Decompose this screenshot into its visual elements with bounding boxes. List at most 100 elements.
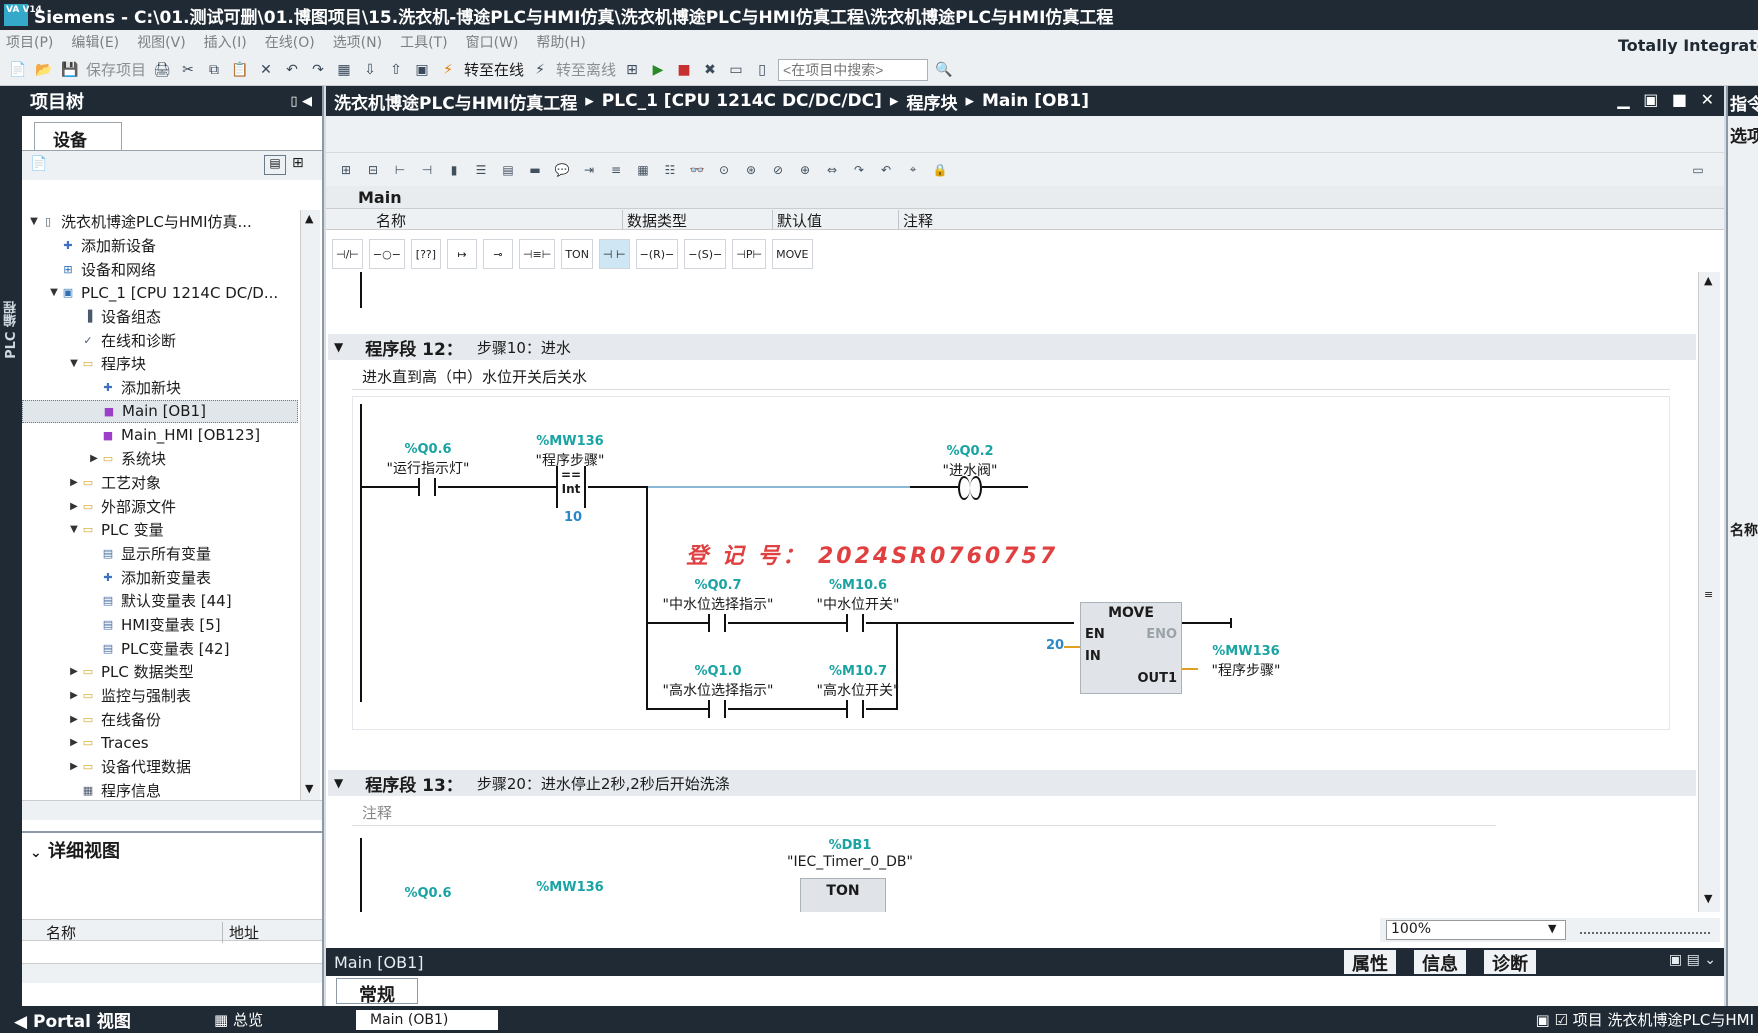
start-cpu-icon[interactable]: ▶ [652, 61, 664, 78]
scroll-down-icon[interactable]: ▼ [305, 782, 314, 795]
scroll-up-icon[interactable]: ▲ [305, 212, 314, 225]
paste-icon[interactable]: 📋 [231, 61, 249, 78]
undo-icon[interactable]: ↶ [286, 61, 298, 78]
tree-item[interactable]: ▤HMI变量表 [5] [22, 613, 298, 637]
tree-item[interactable]: ▶▭在线备份 [22, 707, 298, 731]
go-online-button[interactable]: 转至在线 [464, 61, 525, 79]
scroll-down-icon[interactable]: ▼ [1704, 892, 1713, 905]
tree-vertical-scrollbar[interactable]: ▲ ▼ [300, 210, 320, 800]
general-tab[interactable]: 常规 [336, 978, 418, 1006]
iface-col-name[interactable]: 名称 [376, 212, 407, 230]
editor-window-buttons[interactable]: ▁ ▣ ■ ✕ [1617, 90, 1718, 109]
open-project-icon[interactable]: 📂 [35, 61, 53, 78]
overview-button[interactable]: ▦ 总览 [214, 1011, 263, 1029]
tree-item[interactable]: ▶▭Traces [22, 731, 298, 755]
monitor-on-off-icon[interactable]: ⊙ [718, 162, 730, 177]
compare-eq-box[interactable]: == Int [556, 466, 586, 508]
modify-icon[interactable]: ⊛ [745, 162, 757, 177]
menu-options[interactable]: 选项(N) [332, 35, 383, 51]
insert-branch-icon[interactable]: ⊢ [394, 162, 406, 177]
menu-online[interactable]: 在线(O) [264, 35, 315, 51]
expand-arrow-icon[interactable]: ▼ [70, 358, 78, 370]
lock-icon[interactable]: 🔒 [932, 162, 948, 177]
tree-item[interactable]: ▼▯洗衣机博途PLC与HMI仿真... [22, 210, 298, 234]
network-13-header[interactable]: ▼ 程序段 13： 步骤20：进水停止2秒,2秒后开始洗涤 [328, 770, 1696, 796]
breadcrumb-blocks[interactable]: 程序块 [906, 93, 958, 114]
split-vertical-icon[interactable]: ▯ [758, 61, 766, 78]
insert-network-icon[interactable]: ⊞ [340, 162, 352, 177]
expand-arrow-icon[interactable]: ▼ [50, 287, 58, 299]
tree-item[interactable]: ■Main_HMI [OB123] [22, 423, 298, 447]
network-12-comment[interactable]: 进水直到高（中）水位开关后关水 [352, 364, 1670, 390]
p-trig-button[interactable]: ⊣P⊢ [732, 239, 767, 269]
go-online-icon[interactable]: ⚡ [443, 61, 453, 78]
delete-icon[interactable]: ✕ [260, 61, 272, 78]
zoom-select[interactable]: 100% [1386, 920, 1566, 940]
breakpoint-icon[interactable]: ⊘ [772, 162, 784, 177]
chevron-down-icon[interactable]: ▼ [334, 340, 344, 354]
iface-col-type[interactable]: 数据类型 [622, 210, 687, 230]
contact-q07[interactable] [708, 614, 726, 632]
watch-icon[interactable]: ⌖ [909, 162, 917, 176]
zoom-dropdown-icon[interactable]: ▼ [1548, 922, 1557, 935]
collapse-panel-icon[interactable]: ▯ ◀ [290, 93, 312, 109]
expand-arrow-icon[interactable]: ▼ [30, 216, 38, 228]
close-branch-button[interactable]: ⊸ [482, 239, 513, 269]
new-item-icon[interactable]: 📄 [30, 156, 48, 172]
new-project-icon[interactable]: 📄 [9, 61, 27, 78]
tree-item[interactable]: ▶▭监控与强制表 [22, 684, 298, 708]
network-comments-icon[interactable]: ▦ [637, 162, 649, 177]
cross-reference-icon[interactable]: ✖ [704, 61, 716, 78]
call-icon[interactable]: ↶ [880, 162, 892, 177]
network-13-comment[interactable]: 注释 [352, 800, 1496, 826]
accessible-devices-icon[interactable]: ⊞ [626, 61, 638, 78]
devices-tab[interactable]: 设备 [34, 122, 122, 151]
ton-instruction[interactable]: TON [800, 878, 886, 912]
tree-item[interactable]: ▼▭程序块 [22, 352, 298, 376]
view-mode-icon[interactable]: ▤ [264, 155, 286, 175]
move-instruction[interactable]: MOVE EN ENO IN OUT1 [1080, 602, 1182, 694]
tree-item[interactable]: ▶▭外部源文件 [22, 494, 298, 518]
jump-icon[interactable]: ↷ [853, 162, 865, 177]
tree-item[interactable]: ▦程序信息 [22, 779, 298, 801]
tree-item[interactable]: ▶▭系统块 [22, 447, 298, 471]
contact-m106[interactable] [846, 614, 864, 632]
simulation-icon[interactable]: ▣ [415, 61, 429, 78]
close-branch-icon[interactable]: ⊣ [421, 162, 433, 177]
contact-m107[interactable] [846, 700, 864, 718]
inspector-window-buttons[interactable]: ▣ ▤ ⌄ [1668, 952, 1716, 968]
detail-col-name[interactable]: 名称 [46, 924, 77, 942]
contact-q10[interactable] [708, 700, 726, 718]
print-icon[interactable]: 🖨 [153, 61, 171, 78]
menu-help[interactable]: 帮助(H) [536, 35, 586, 51]
cut-icon[interactable]: ✂ [182, 61, 194, 78]
delete-network-icon[interactable]: ⊟ [367, 162, 379, 177]
main-ob1-tab[interactable]: Main (OB1) [356, 1009, 498, 1030]
menu-insert[interactable]: 插入(I) [203, 35, 247, 51]
expand-arrow-icon[interactable]: ▶ [90, 453, 98, 465]
rung-icon[interactable]: ☷ [664, 162, 676, 177]
breadcrumb-plc[interactable]: PLC_1 [CPU 1214C DC/DC/DC] [601, 91, 882, 111]
detail-col-address[interactable]: 地址 [222, 922, 259, 943]
interface-header[interactable]: Main [326, 186, 1724, 208]
ladder-canvas[interactable]: ▼ 程序段 12： 步骤10：进水 进水直到高（中）水位开关后关水 == Int… [326, 272, 1698, 912]
tag-info-icon[interactable]: ≡ [610, 162, 622, 177]
compare-button[interactable]: ⊣≡⊢ [518, 239, 556, 269]
empty-box-button[interactable]: [??] [410, 239, 441, 269]
copy-icon[interactable]: ⧉ [209, 61, 220, 78]
tree-item[interactable]: ▐设备组态 [22, 305, 298, 329]
tree-item[interactable]: ▼▣PLC_1 [CPU 1214C DC/D... [22, 281, 298, 305]
iface-col-default[interactable]: 默认值 [772, 210, 822, 230]
editor-vertical-scrollbar[interactable]: ▲ ≡ ▼ [1698, 272, 1720, 912]
tree-item[interactable]: ▤显示所有变量 [22, 542, 298, 566]
go-offline-button[interactable]: 转至离线 [556, 61, 617, 79]
expand-arrow-icon[interactable]: ▶ [70, 666, 78, 678]
tree-item[interactable]: ✚添加新块 [22, 376, 298, 400]
no-contact-button[interactable]: ⊣ ⊢ [598, 239, 630, 269]
nc-contact-button[interactable]: ⊣/⊢ [332, 239, 363, 269]
expand-arrow-icon[interactable]: ▶ [70, 737, 78, 749]
breadcrumb-main[interactable]: Main [OB1] [982, 91, 1090, 111]
menu-project[interactable]: 项目(P) [6, 35, 54, 51]
tree-item[interactable]: ⊞设备和网络 [22, 257, 298, 281]
coil-button[interactable]: −○− [368, 239, 405, 269]
